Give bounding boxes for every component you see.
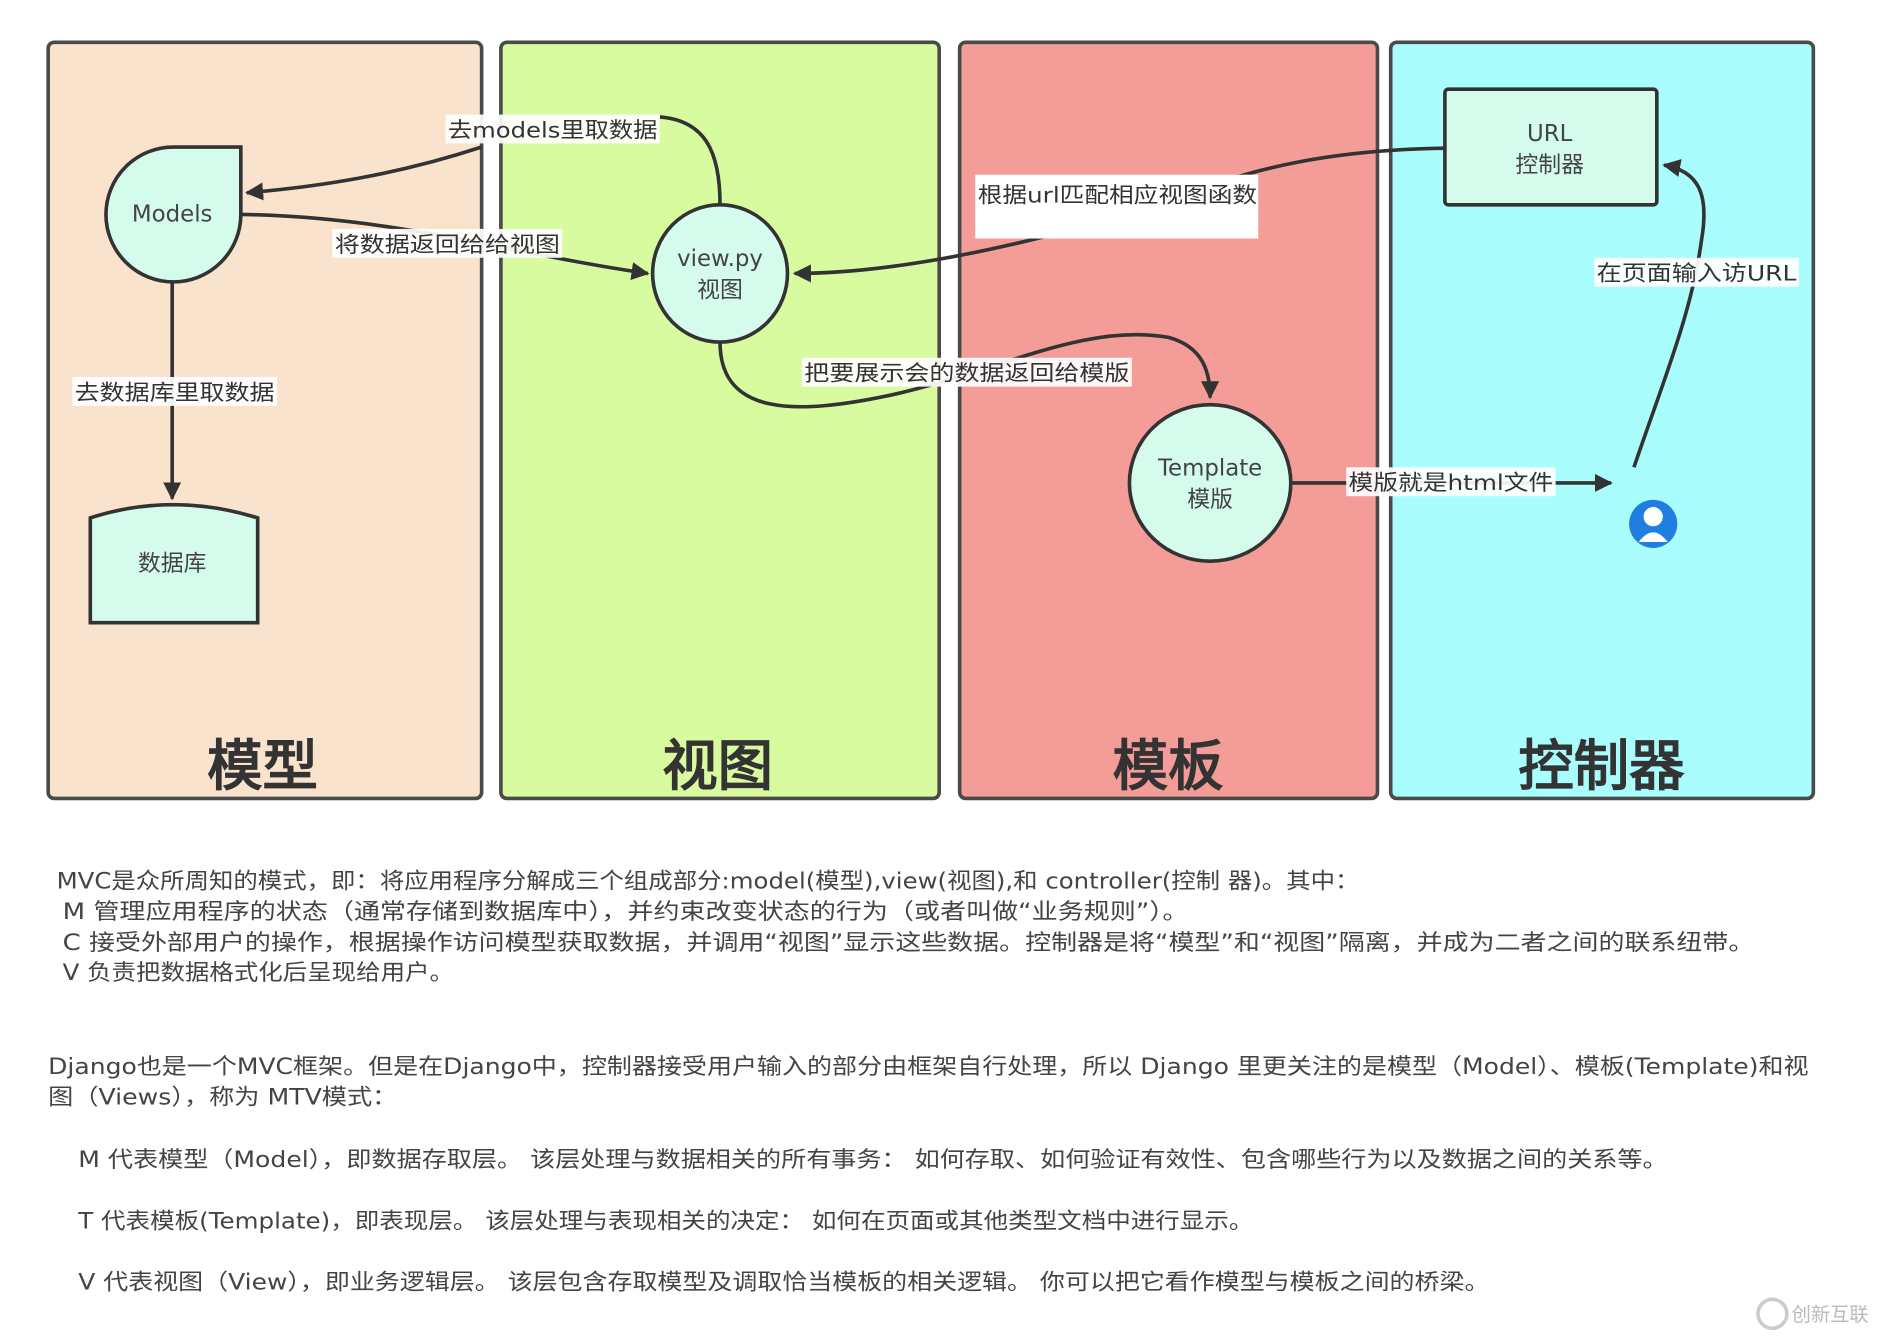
node-database: 数据库: [88, 502, 260, 625]
panel-title-template: 模板: [1113, 735, 1224, 799]
mtv-description: M 代表模型（Model），即数据存取层。 该层处理与数据相关的所有事务： 如何…: [77, 1147, 1667, 1296]
panel-model: 模型: [46, 40, 484, 801]
node-models-label: Models: [132, 202, 213, 228]
django-line: 图（Views），称为 MTV模式：: [48, 1084, 397, 1110]
mvc-line: M 管理应用程序的状态（通常存储到数据库中），并约束改变状态的行为（或者叫做“业…: [63, 899, 1189, 925]
watermark-logo: 创新互联: [1756, 1297, 1869, 1331]
node-template: Template 模版: [1127, 402, 1293, 564]
watermark-text: 创新互联: [1792, 1303, 1869, 1326]
edge-view-to-models-a: [659, 115, 722, 205]
edge-label-to-models: 去models里取数据: [448, 118, 658, 143]
panel-controller: 控制器: [1388, 40, 1816, 801]
mvc-line: MVC是众所周知的模式，即：将应用程序分解成三个组成部分:model(模型),v…: [57, 869, 1360, 895]
node-view-label-2: 视图: [697, 278, 743, 304]
panel-view: 视图: [499, 40, 941, 801]
mtv-line-view: V 代表视图（View），即业务逻辑层。 该层包含存取模型及调取恰当模板的相关逻…: [78, 1270, 1489, 1296]
mtv-line-model: M 代表模型（Model），即数据存取层。 该层处理与数据相关的所有事务： 如何…: [78, 1147, 1667, 1173]
edge-label-url-match: 根据url匹配相应视图函数: [978, 183, 1258, 208]
node-url-controller: URL 控制器: [1443, 87, 1659, 207]
mvc-line: V 负责把数据格式化后呈现给用户。: [63, 960, 454, 986]
edge-label-return-view: 将数据返回给给视图: [335, 233, 560, 258]
node-template-label-2: 模版: [1187, 487, 1233, 513]
node-url-label-1: URL: [1527, 121, 1573, 147]
mvc-description: MVC是众所周知的模式，即：将应用程序分解成三个组成部分:model(模型),v…: [57, 869, 1755, 987]
node-models: Models: [104, 145, 243, 284]
edge-view-to-models-b: [245, 145, 483, 201]
django-description: Django也是一个MVC框架。但是在Django中，控制器接受用户输入的部分由…: [48, 1054, 1808, 1110]
mtv-line-template: T 代表模板(Template)，即表现层。 该层处理与表现相关的决定： 如何在…: [77, 1208, 1253, 1234]
edge-label-input-url: 在页面输入访URL: [1597, 262, 1797, 287]
node-database-label: 数据库: [138, 551, 207, 577]
edge-label-to-template: 把要展示会的数据返回给模版: [804, 362, 1129, 387]
node-view-label-1: view.py: [677, 246, 763, 272]
panel-title-view: 视图: [662, 735, 773, 799]
panel-title-controller: 控制器: [1518, 735, 1685, 799]
node-url-label-2: 控制器: [1515, 152, 1584, 178]
edge-label-to-db: 去数据库里取数据: [75, 381, 275, 406]
node-view: view.py 视图: [650, 203, 790, 344]
user-icon: [1629, 499, 1678, 548]
mvc-line: C 接受外部用户的操作，根据操作访问模型获取数据，并调用“视图”显示这些数据。控…: [63, 930, 1755, 956]
panel-title-model: 模型: [207, 735, 318, 799]
edge-label-template-html: 模版就是html文件: [1349, 471, 1554, 496]
django-line: Django也是一个MVC框架。但是在Django中，控制器接受用户输入的部分由…: [48, 1054, 1808, 1080]
node-template-label-1: Template: [1157, 456, 1262, 482]
